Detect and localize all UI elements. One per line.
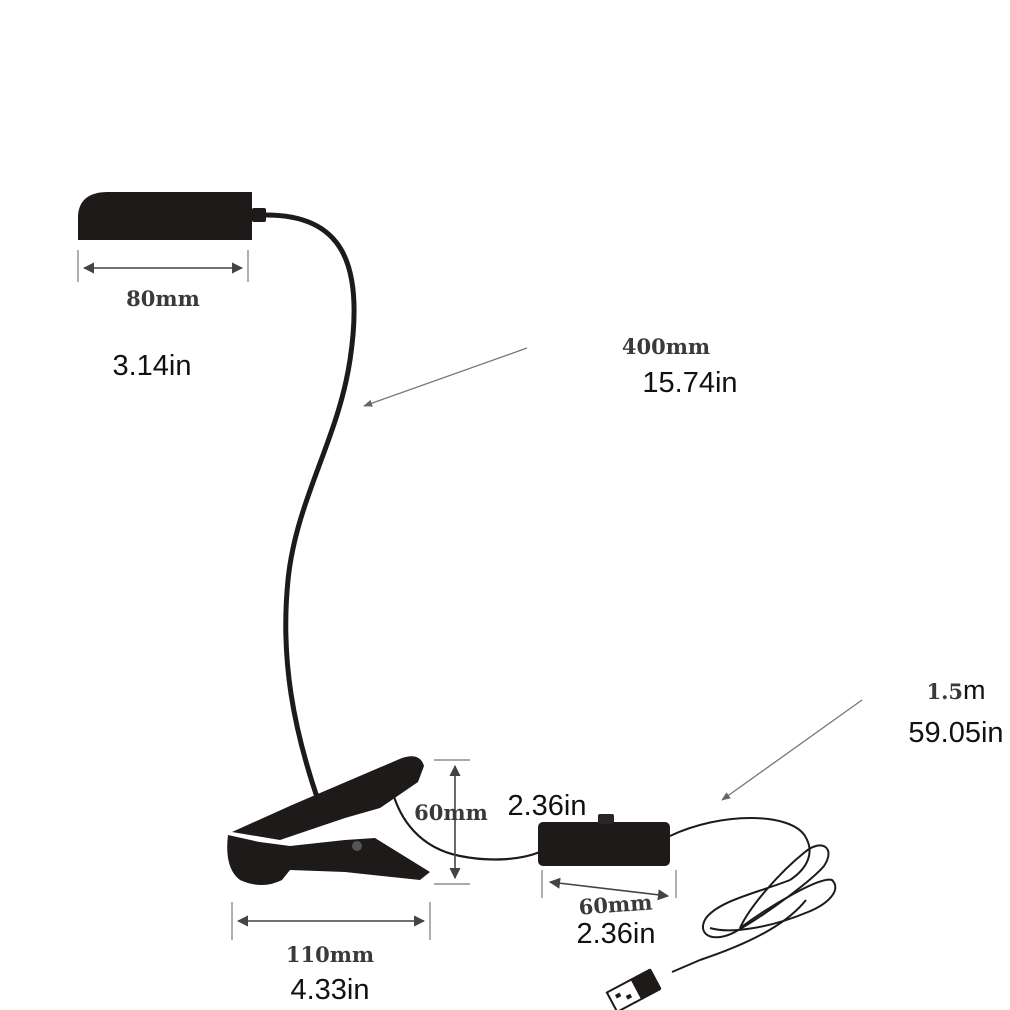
clip-width-dimension: 110mm 4.33in [231, 902, 431, 1006]
usb-cable [669, 817, 811, 881]
gooseneck-length-mm-label: 400mm [622, 334, 710, 359]
gooseneck-arm [263, 212, 357, 803]
clip-height-mm-label: 60mm [414, 800, 488, 825]
cable-length-unit: m [963, 675, 986, 705]
clip-height-dimension: 60mm 2.36in [414, 759, 587, 885]
gooseneck-length-dimension: 400mm 15.74in [363, 334, 738, 407]
clip-width-in-label: 4.33in [290, 974, 369, 1006]
cable-coil [671, 844, 837, 973]
head-width-in-label: 3.14in [112, 350, 191, 382]
clip-width-mm-label: 110mm [286, 942, 374, 967]
cable-length-in-label: 59.05in [908, 717, 1003, 749]
switch-width-dimension: 60mm 2.36in [541, 870, 677, 950]
head-width-mm-label: 80mm [126, 286, 200, 311]
clip-body [227, 756, 430, 885]
gooseneck-length-in-label: 15.74in [642, 367, 737, 399]
usb-plug [605, 968, 662, 1010]
clip-height-in-label: 2.36in [507, 790, 586, 822]
cable-length-dimension: 1.5m 59.05in [721, 675, 1004, 801]
switch-width-mm-label: 60mm [578, 889, 653, 919]
inline-switch [538, 814, 670, 866]
head-width-dimension: 80mm 3.14in [77, 250, 249, 382]
switch-width-in-label: 2.36in [576, 918, 655, 950]
cable-length-m-label: 1.5m [926, 675, 985, 705]
cable-length-number: 1.5 [926, 679, 963, 704]
lamp-head [78, 192, 266, 240]
